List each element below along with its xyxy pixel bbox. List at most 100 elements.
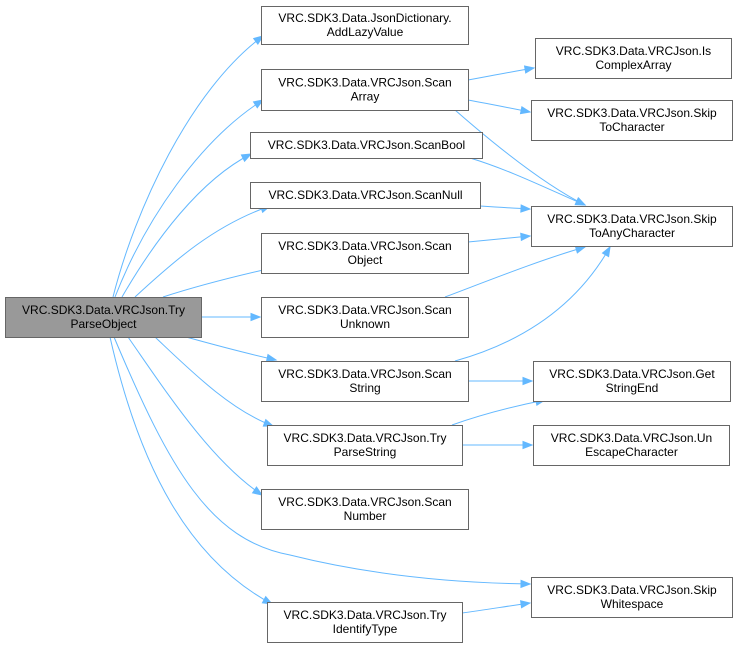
node-label-line: VRC.SDK3.Data.VRCJson.Get	[549, 367, 715, 381]
node-label-line: AddLazyValue	[327, 25, 404, 39]
node-box	[533, 425, 730, 466]
node-label-line: ParseString	[334, 445, 397, 459]
node-box	[261, 297, 469, 338]
node-box	[531, 100, 733, 141]
arrowhead	[520, 232, 532, 242]
arrowhead	[252, 99, 265, 109]
node-box	[535, 38, 732, 79]
node-label-line: VRC.SDK3.Data.VRCJson.Scan	[278, 303, 451, 317]
node-label-line: VRC.SDK3.Data.JsonDictionary.	[278, 11, 451, 25]
edge-try-parse-string-to-get-string-end	[451, 399, 546, 426]
node-label-line: VRC.SDK3.Data.VRCJson.Skip	[547, 212, 717, 226]
arrowhead	[520, 600, 532, 609]
node-label-line: ToCharacter	[599, 120, 664, 134]
node-label-line: Array	[351, 90, 380, 104]
node-label-line: ToAnyCharacter	[589, 226, 675, 240]
node-label-line: IdentifyType	[333, 622, 398, 636]
node-box	[261, 361, 469, 402]
node-box	[250, 132, 483, 159]
node-box	[267, 425, 463, 466]
edge-scan-array-to-skip-to-any-character	[454, 109, 586, 206]
edge-root-to-add-lazy	[112, 35, 264, 298]
edge-root-to-scan-array	[114, 99, 264, 298]
node-label-line: VRC.SDK3.Data.VRCJson.ScanNull	[268, 188, 462, 202]
edge-root-to-try-parse-string	[154, 336, 274, 427]
node-add-lazy[interactable]: VRC.SDK3.Data.JsonDictionary.AddLazyValu…	[261, 6, 469, 45]
arrowhead	[240, 153, 253, 163]
edge-root-to-try-identify-type	[109, 336, 273, 605]
arrowhead	[520, 204, 532, 213]
edge-scan-unknown-to-skip-to-any-character	[444, 246, 586, 298]
edge-root-to-skip-whitespace	[113, 336, 531, 585]
node-box	[531, 206, 733, 247]
edge-root-to-scan-bool	[121, 153, 252, 298]
node-box	[261, 489, 469, 530]
node-label-line: Unknown	[340, 317, 390, 331]
arrowhead	[265, 353, 278, 363]
edge-scan-array-to-is-complex-array	[467, 67, 535, 81]
node-box	[531, 577, 733, 618]
node-label-line: String	[349, 381, 380, 395]
arrowhead	[522, 440, 534, 450]
node-label-line: VRC.SDK3.Data.VRCJson.Try	[284, 431, 447, 445]
node-box	[250, 182, 481, 209]
arrowhead	[252, 35, 265, 46]
node-label-line: Object	[348, 253, 383, 267]
edge-scan-string-to-skip-to-any-character	[454, 246, 611, 362]
arrowhead	[250, 312, 262, 322]
edge-root-to-scan-number	[127, 336, 263, 496]
arrowhead	[574, 245, 587, 254]
node-label-line: VRC.SDK3.Data.VRCJson.Scan	[278, 239, 451, 253]
node-label-line: StringEnd	[606, 381, 659, 395]
node-box	[261, 6, 469, 45]
node-label-line: VRC.SDK3.Data.VRCJson.Scan	[278, 367, 451, 381]
node-box	[261, 233, 469, 274]
arrowhead	[522, 376, 534, 386]
edge-root-to-scan-null	[134, 205, 271, 298]
node-label-line: VRC.SDK3.Data.VRCJson.Skip	[547, 583, 717, 597]
node-label-line: Number	[344, 509, 387, 523]
node-box	[261, 69, 469, 111]
arrowhead	[251, 486, 264, 496]
node-label-line: VRC.SDK3.Data.VRCJson.ScanBool	[268, 138, 465, 152]
node-label-line: VRC.SDK3.Data.VRCJson.Scan	[278, 495, 451, 509]
node-label-line: VRC.SDK3.Data.VRCJson.Try	[284, 608, 447, 622]
arrowhead	[520, 579, 532, 589]
node-label-line: VRC.SDK3.Data.VRCJson.Try	[22, 303, 185, 317]
node-label-line: EscapeCharacter	[585, 445, 678, 459]
node-scan-bool[interactable]: VRC.SDK3.Data.VRCJson.ScanBool	[250, 132, 483, 159]
node-label-line: ComplexArray	[595, 58, 671, 72]
edge-root-to-scan-string	[185, 336, 277, 361]
graph-nodes: VRC.SDK3.Data.VRCJson.TryParseObjectVRC.…	[5, 6, 733, 643]
arrowhead	[523, 65, 536, 74]
node-box	[267, 602, 463, 643]
node-label-line: VRC.SDK3.Data.VRCJson.Skip	[547, 106, 717, 120]
arrowhead	[519, 105, 532, 115]
node-scan-null[interactable]: VRC.SDK3.Data.VRCJson.ScanNull	[250, 182, 481, 209]
edge-try-identify-type-to-skip-whitespace	[461, 602, 531, 614]
arrowhead	[574, 197, 587, 206]
node-label-line: VRC.SDK3.Data.VRCJson.Un	[551, 431, 712, 445]
node-label-line: ParseObject	[70, 317, 137, 331]
node-label-line: Whitespace	[601, 597, 664, 611]
arrowhead	[601, 245, 611, 258]
edge-scan-bool-to-skip-to-any-character	[469, 157, 586, 206]
node-label-line: VRC.SDK3.Data.VRCJson.Is	[556, 44, 711, 58]
node-box	[533, 361, 731, 402]
node-label-line: VRC.SDK3.Data.VRCJson.Scan	[278, 76, 451, 90]
